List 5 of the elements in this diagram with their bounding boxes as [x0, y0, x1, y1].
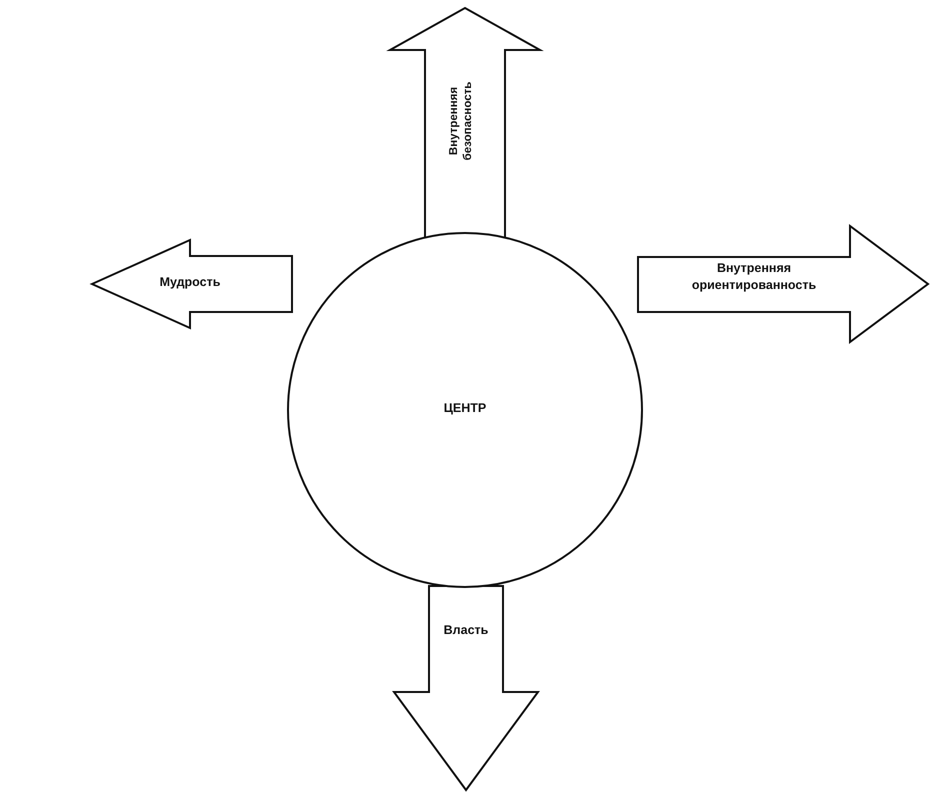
arrow-label: Внутренняя ориентированность [690, 260, 818, 294]
arrow-label: Власть [442, 622, 490, 639]
arrow-label: Мудрость [158, 274, 222, 291]
center-label: ЦЕНТР [442, 400, 488, 417]
arrow-label: Внутренняя безопасность [447, 80, 476, 162]
